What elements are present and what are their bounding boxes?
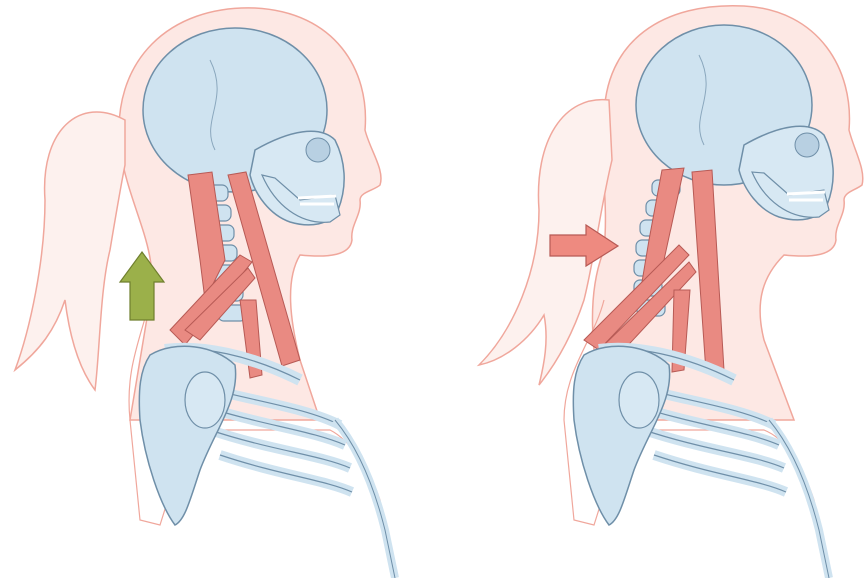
humerus-head [619,372,659,428]
panel-forward-posture [434,0,867,578]
forward-head-figure [434,0,867,578]
eye-socket [795,133,819,157]
upright-figure [0,0,433,578]
humerus-head [185,372,225,428]
panel-upright-posture [0,0,433,578]
eye-socket [306,138,330,162]
ponytail [15,112,125,390]
